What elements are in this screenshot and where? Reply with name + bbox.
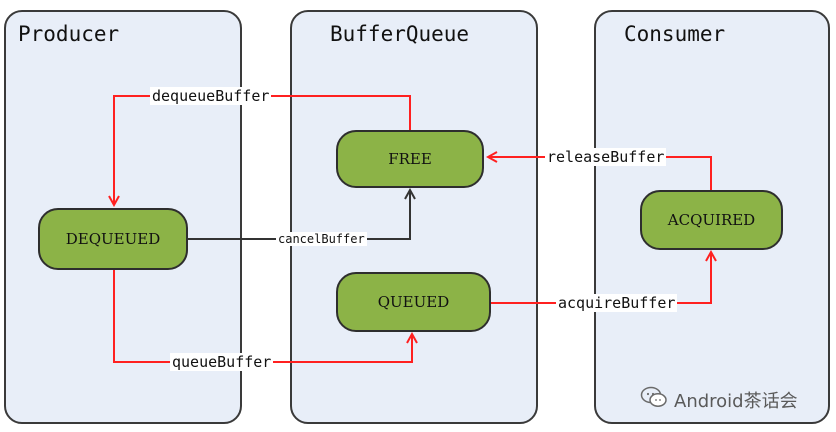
bufferqueue-title: BufferQueue xyxy=(330,22,470,46)
release-label: releaseBuffer xyxy=(545,148,667,166)
consumer-title: Consumer xyxy=(624,22,726,46)
state-dequeued: DEQUEUED xyxy=(38,208,188,270)
state-free: FREE xyxy=(336,130,484,188)
queue-label: queueBuffer xyxy=(170,353,274,371)
acquire-label: acquireBuffer xyxy=(556,294,678,312)
watermark-text: Android茶话会 xyxy=(674,390,798,412)
producer-title: Producer xyxy=(18,22,120,46)
cancel-label: cancelBuffer xyxy=(276,232,367,246)
state-queued: QUEUED xyxy=(336,272,491,332)
bufferqueue-panel xyxy=(290,10,538,424)
cancel-edge xyxy=(188,190,410,240)
watermark: Android茶话会 xyxy=(640,386,798,413)
state-acquired: ACQUIRED xyxy=(640,190,783,250)
dequeue-label: dequeueBuffer xyxy=(150,87,272,105)
wechat-icon xyxy=(640,386,668,413)
